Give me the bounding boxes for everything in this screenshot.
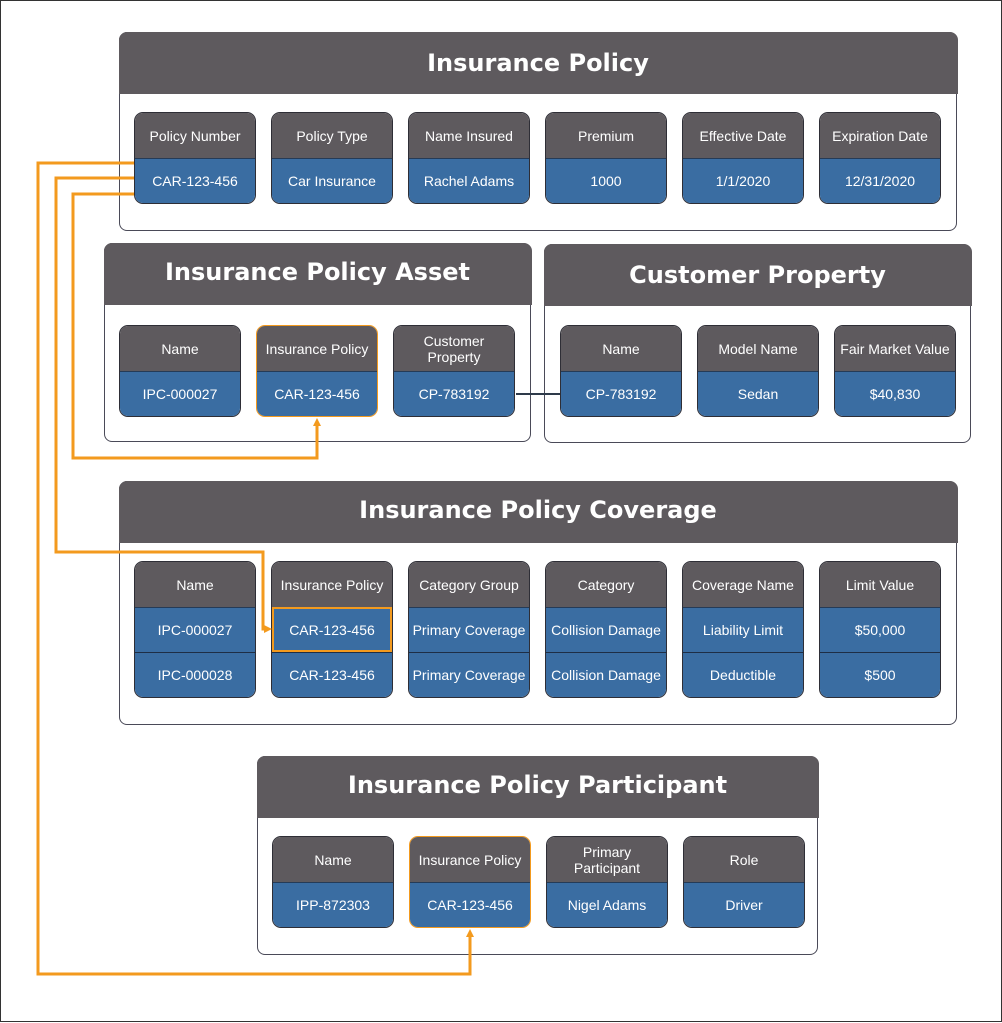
field-value: CAR-123-456 xyxy=(135,158,255,203)
customer-property-panel: Customer Property Name CP-783192 Model N… xyxy=(543,243,972,443)
field-value: Primary Coverage xyxy=(409,607,529,652)
field-label: Insurance Policy xyxy=(272,562,392,607)
field-expiration-date: Expiration Date 12/31/2020 xyxy=(819,112,941,204)
field-name: Name CP-783192 xyxy=(560,325,682,417)
field-category: Category Collision Damage Collision Dama… xyxy=(545,561,667,698)
field-value: Liability Limit xyxy=(683,607,803,652)
field-label: Effective Date xyxy=(683,113,803,158)
field-role: Role Driver xyxy=(683,836,805,928)
field-value: CAR-123-456 xyxy=(272,652,392,697)
panel-title: Insurance Policy Coverage xyxy=(118,480,958,543)
field-policy-number: Policy Number CAR-123-456 xyxy=(134,112,256,204)
field-label: Name Insured xyxy=(409,113,529,158)
field-label: Role xyxy=(684,837,804,882)
field-label: Category xyxy=(546,562,666,607)
field-value: 1000 xyxy=(546,158,666,203)
field-value: CAR-123-456 xyxy=(410,882,530,927)
field-label: Model Name xyxy=(698,326,818,371)
field-coverage-name: Coverage Name Liability Limit Deductible xyxy=(682,561,804,698)
field-name: Name IPC-000027 xyxy=(119,325,241,417)
field-label: Policy Number xyxy=(135,113,255,158)
field-value: CAR-123-456 xyxy=(272,607,392,652)
field-value: IPP-872303 xyxy=(273,882,393,927)
field-value: Collision Damage xyxy=(546,652,666,697)
field-value: $50,000 xyxy=(820,607,940,652)
field-value: Sedan xyxy=(698,371,818,416)
field-value: $500 xyxy=(820,652,940,697)
field-value: Nigel Adams xyxy=(547,882,667,927)
field-label: Coverage Name xyxy=(683,562,803,607)
field-label: Name xyxy=(273,837,393,882)
insurance-policy-coverage-panel: Insurance Policy Coverage Name IPC-00002… xyxy=(118,480,958,725)
field-name-insured: Name Insured Rachel Adams xyxy=(408,112,530,204)
link-to-coverage-policy xyxy=(54,176,272,633)
field-value: Car Insurance xyxy=(272,158,392,203)
field-insurance-policy: Insurance Policy CAR-123-456 xyxy=(409,836,531,928)
field-value: $40,830 xyxy=(835,371,955,416)
insurance-policy-participant-panel: Insurance Policy Participant Name IPP-87… xyxy=(256,755,819,955)
field-value: CP-783192 xyxy=(561,371,681,416)
field-value: Driver xyxy=(684,882,804,927)
field-value: Primary Coverage xyxy=(409,652,529,697)
field-value: IPC-000028 xyxy=(135,652,255,697)
field-label: Name xyxy=(120,326,240,371)
field-model-name: Model Name Sedan xyxy=(697,325,819,417)
panel-title: Insurance Policy Participant xyxy=(256,755,819,818)
field-label: Customer Property xyxy=(394,326,514,371)
field-label: Limit Value xyxy=(820,562,940,607)
field-label: Premium xyxy=(546,113,666,158)
field-value: Deductible xyxy=(683,652,803,697)
field-limit-value: Limit Value $50,000 $500 xyxy=(819,561,941,698)
field-effective-date: Effective Date 1/1/2020 xyxy=(682,112,804,204)
field-fair-market-value: Fair Market Value $40,830 xyxy=(834,325,956,417)
field-value: IPC-000027 xyxy=(135,607,255,652)
field-premium: Premium 1000 xyxy=(545,112,667,204)
link-to-asset-policy xyxy=(71,192,321,460)
field-value: Rachel Adams xyxy=(409,158,529,203)
field-label: Insurance Policy xyxy=(257,326,377,371)
field-value: CAR-123-456 xyxy=(257,371,377,416)
field-label: Name xyxy=(135,562,255,607)
field-label: Policy Type xyxy=(272,113,392,158)
link-to-participant-policy xyxy=(36,161,474,976)
field-label: Insurance Policy xyxy=(410,837,530,882)
field-value: Collision Damage xyxy=(546,607,666,652)
panel-title: Customer Property xyxy=(543,243,972,306)
field-value: 1/1/2020 xyxy=(683,158,803,203)
field-insurance-policy: Insurance Policy CAR-123-456 CAR-123-456 xyxy=(271,561,393,698)
field-label: Expiration Date xyxy=(820,113,940,158)
field-insurance-policy: Insurance Policy CAR-123-456 xyxy=(256,325,378,417)
field-label: Fair Market Value xyxy=(835,326,955,371)
field-label: Primary Participant xyxy=(547,837,667,882)
insurance-policy-asset-panel: Insurance Policy Asset Name IPC-000027 I… xyxy=(103,242,532,442)
field-value: IPC-000027 xyxy=(120,371,240,416)
panel-title: Insurance Policy Asset xyxy=(103,242,532,305)
panel-title: Insurance Policy xyxy=(118,31,958,94)
field-label: Category Group xyxy=(409,562,529,607)
field-name: Name IPC-000027 IPC-000028 xyxy=(134,561,256,698)
field-primary-participant: Primary Participant Nigel Adams xyxy=(546,836,668,928)
field-category-group: Category Group Primary Coverage Primary … xyxy=(408,561,530,698)
insurance-policy-panel: Insurance Policy Policy Number CAR-123-4… xyxy=(118,31,958,231)
field-customer-property: Customer Property CP-783192 xyxy=(393,325,515,417)
field-name: Name IPP-872303 xyxy=(272,836,394,928)
field-policy-type: Policy Type Car Insurance xyxy=(271,112,393,204)
field-label: Name xyxy=(561,326,681,371)
field-value: CP-783192 xyxy=(394,371,514,416)
field-value: 12/31/2020 xyxy=(820,158,940,203)
